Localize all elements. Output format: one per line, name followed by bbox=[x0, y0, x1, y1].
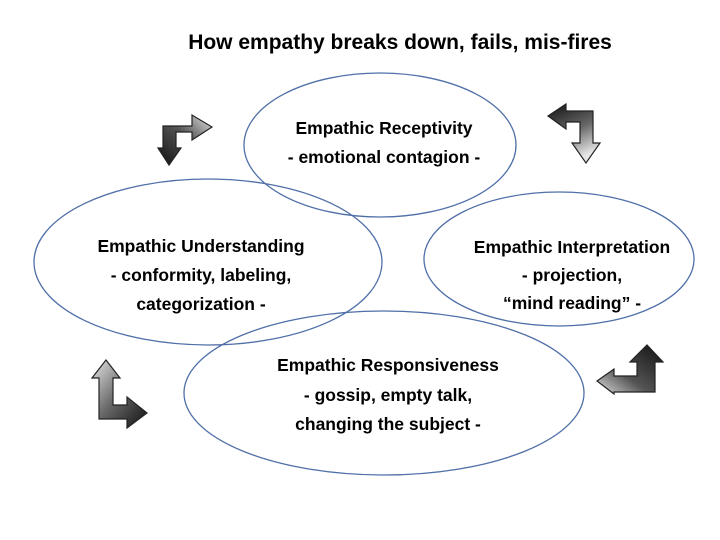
understanding-title: Empathic Understanding bbox=[97, 236, 304, 256]
receptivity-failure: - emotional contagion - bbox=[288, 147, 481, 167]
responsiveness-circle bbox=[183, 310, 585, 476]
responsiveness-title: Empathic Responsiveness bbox=[277, 355, 499, 375]
cycle-arrow-bottom-left-icon bbox=[90, 359, 148, 430]
interpretation-failure-1: - projection, bbox=[522, 265, 622, 285]
cycle-arrow-top-right-icon bbox=[546, 102, 602, 165]
receptivity-title: Empathic Receptivity bbox=[296, 118, 473, 138]
diagram-title: How empathy breaks down, fails, mis-fire… bbox=[188, 31, 612, 54]
cycle-arrow-bottom-right-icon bbox=[595, 344, 665, 396]
understanding-label: Empathic Understanding - conformity, lab… bbox=[97, 236, 304, 314]
interpretation-title: Empathic Interpretation bbox=[474, 237, 670, 257]
understanding-failure-1: - conformity, labeling, bbox=[111, 265, 292, 285]
responsiveness-label: Empathic Responsiveness - gossip, empty … bbox=[277, 355, 499, 434]
receptivity-circle bbox=[243, 72, 517, 218]
understanding-circle bbox=[33, 178, 383, 346]
interpretation-label: Empathic Interpretation - projection, “m… bbox=[474, 237, 670, 313]
interpretation-circle bbox=[423, 191, 695, 327]
cycle-arrow-top-left-icon bbox=[156, 113, 214, 167]
interpretation-failure-2: “mind reading” - bbox=[503, 293, 641, 313]
responsiveness-failure-2: changing the subject - bbox=[295, 414, 481, 434]
understanding-failure-2: categorization - bbox=[136, 294, 265, 314]
responsiveness-failure-1: - gossip, empty talk, bbox=[304, 385, 472, 405]
receptivity-label: Empathic Receptivity - emotional contagi… bbox=[288, 118, 481, 167]
